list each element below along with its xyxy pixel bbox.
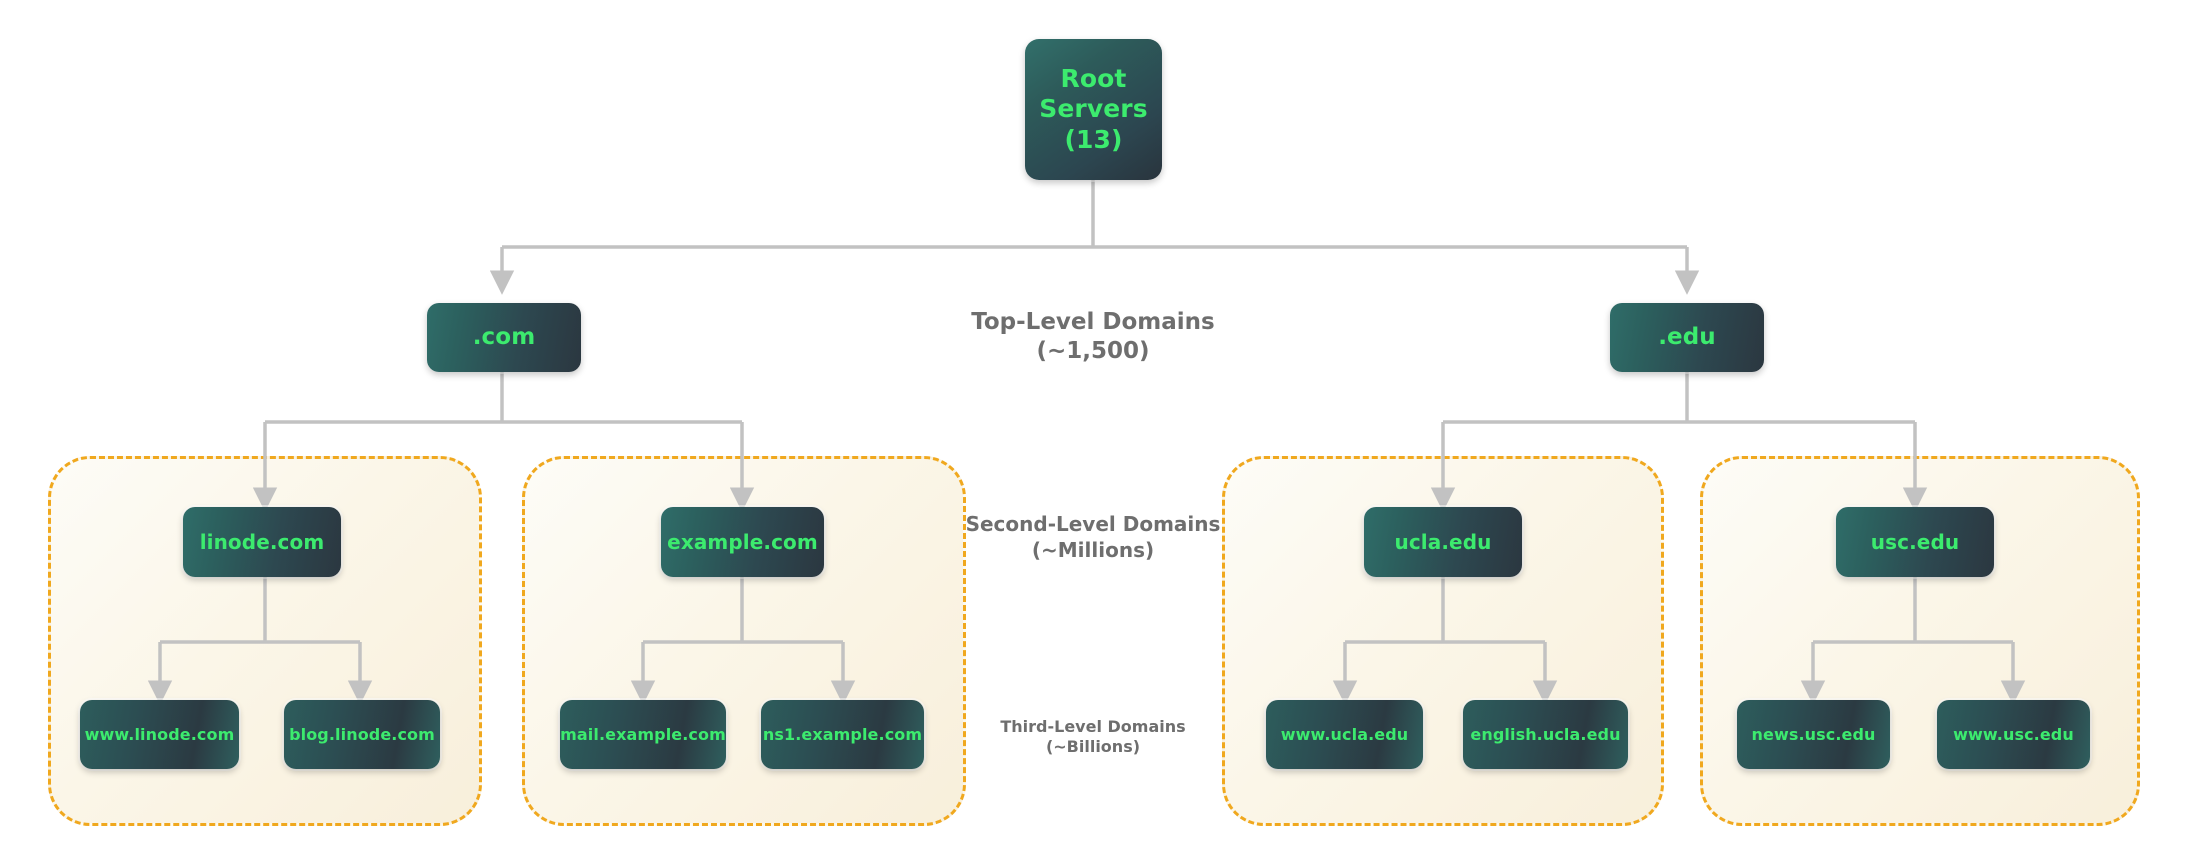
node-tld-edu[interactable]: .edu [1610, 303, 1764, 372]
node-root-servers[interactable]: Root Servers (13) [1025, 39, 1162, 180]
node-sld-ucla-edu-label: ucla.edu [1394, 529, 1492, 554]
node-tld-edu-label: .edu [1658, 324, 1716, 351]
node-3ld-news-usc-edu[interactable]: news.usc.edu [1737, 700, 1890, 769]
node-3ld-blog-linode-com-label: blog.linode.com [289, 724, 435, 744]
node-3ld-www-usc-edu[interactable]: www.usc.edu [1937, 700, 2090, 769]
node-sld-example-com[interactable]: example.com [661, 507, 824, 577]
level-label-second-level: Second-Level Domains (~Millions) [965, 512, 1221, 562]
node-3ld-english-ucla-edu[interactable]: english.ucla.edu [1463, 700, 1628, 769]
node-sld-linode-com-label: linode.com [199, 529, 325, 554]
node-3ld-www-linode-com[interactable]: www.linode.com [80, 700, 239, 769]
node-root-line-1: Root [1060, 63, 1127, 93]
node-3ld-ns1-example-com[interactable]: ns1.example.com [761, 700, 924, 769]
node-sld-ucla-edu[interactable]: ucla.edu [1364, 507, 1522, 577]
node-3ld-english-ucla-edu-label: english.ucla.edu [1470, 724, 1621, 744]
node-root-line-2: Servers [1039, 94, 1148, 124]
node-3ld-ns1-example-com-label: ns1.example.com [762, 724, 923, 744]
node-tld-com[interactable]: .com [427, 303, 581, 372]
node-3ld-www-linode-com-label: www.linode.com [84, 724, 235, 744]
node-sld-usc-edu[interactable]: usc.edu [1836, 507, 1994, 577]
node-3ld-www-usc-edu-label: www.usc.edu [1953, 724, 2074, 744]
level-label-top-level: Top-Level Domains (~1,500) [971, 309, 1215, 365]
node-3ld-www-ucla-edu[interactable]: www.ucla.edu [1266, 700, 1423, 769]
node-sld-example-com-label: example.com [667, 529, 818, 554]
node-root-line-3: (13) [1064, 124, 1123, 154]
node-tld-com-label: .com [472, 324, 536, 351]
node-3ld-news-usc-edu-label: news.usc.edu [1751, 724, 1876, 744]
level-label-third-level: Third-Level Domains (~Billions) [1000, 717, 1186, 757]
node-3ld-mail-example-com-label: mail.example.com [560, 724, 726, 744]
node-3ld-www-ucla-edu-label: www.ucla.edu [1280, 724, 1409, 744]
node-sld-usc-edu-label: usc.edu [1870, 529, 1960, 554]
node-3ld-blog-linode-com[interactable]: blog.linode.com [284, 700, 440, 769]
node-3ld-mail-example-com[interactable]: mail.example.com [560, 700, 726, 769]
node-sld-linode-com[interactable]: linode.com [183, 507, 341, 577]
